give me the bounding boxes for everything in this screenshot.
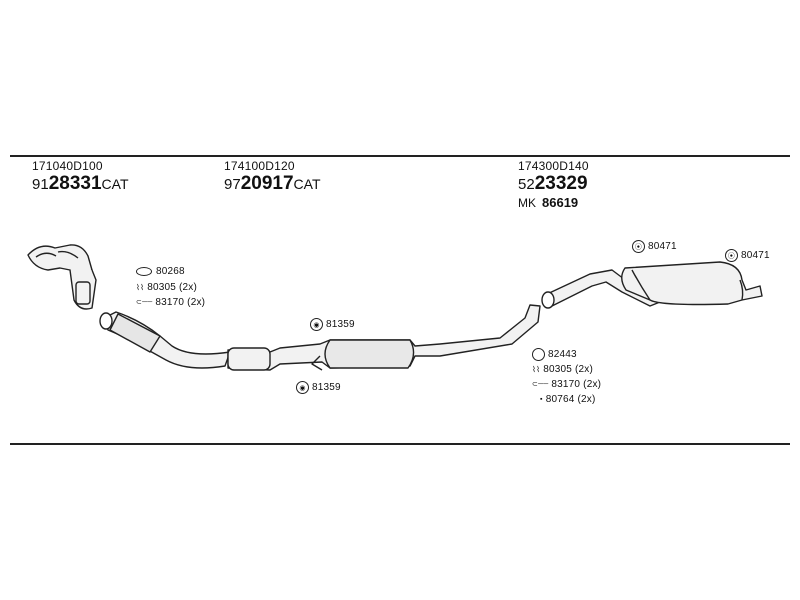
nut-icon: ▪ [540, 395, 543, 403]
rear-bolt-label: ⊂──83170 (2x) [532, 379, 602, 390]
top-divider [10, 155, 790, 157]
rear-oem-code: 174300D140 [518, 159, 589, 173]
bolt-icon: ⊂── [136, 299, 153, 307]
hanger-left-label: ⦿80471 [632, 240, 677, 253]
rubber-hanger-icon: ⦿ [725, 249, 738, 262]
gasket-ring-icon [532, 348, 545, 361]
front-bolt-label: ⊂──83170 (2x) [136, 297, 206, 308]
front-ring-label: 80268 [136, 266, 185, 277]
front-oem-code: 171040D100 [32, 159, 103, 173]
rear-ring-label: 82443 [532, 348, 577, 361]
middle-part-ref: 174100D120 9720917CAT [224, 159, 321, 195]
rear-nut-label: ▪80764 (2x) [540, 394, 596, 405]
spring-icon: ⌇⌇ [532, 364, 541, 374]
middle-part-number: 9720917CAT [224, 173, 321, 194]
front-part-ref: 171040D100 9128331CAT [32, 159, 129, 195]
gasket-ring-icon [136, 266, 152, 276]
exhaust-manifold [27, 244, 97, 310]
rear-pipe-muffler [541, 261, 763, 309]
rear-part-number: 5223329 [518, 173, 588, 194]
rear-spring-label: ⌇⌇80305 (2x) [532, 364, 594, 375]
hanger-right-label: ⦿80471 [725, 249, 770, 262]
middle-oem-code: 174100D120 [224, 159, 295, 173]
front-pipe-catalyst [99, 311, 231, 369]
mid-top-clamp-label: ◉81359 [310, 318, 355, 331]
bolt-icon: ⊂── [532, 381, 549, 389]
clamp-icon: ◉ [310, 318, 323, 331]
clamp-icon: ◉ [296, 381, 309, 394]
middle-pipe-silencer [227, 304, 541, 371]
spring-icon: ⌇⌇ [136, 282, 145, 292]
rubber-hanger-icon: ⦿ [632, 240, 645, 253]
mid-bottom-clamp-label: ◉81359 [296, 381, 341, 394]
bottom-divider [10, 443, 790, 445]
front-spring-label: ⌇⌇80305 (2x) [136, 282, 198, 293]
front-part-number: 9128331CAT [32, 173, 129, 194]
